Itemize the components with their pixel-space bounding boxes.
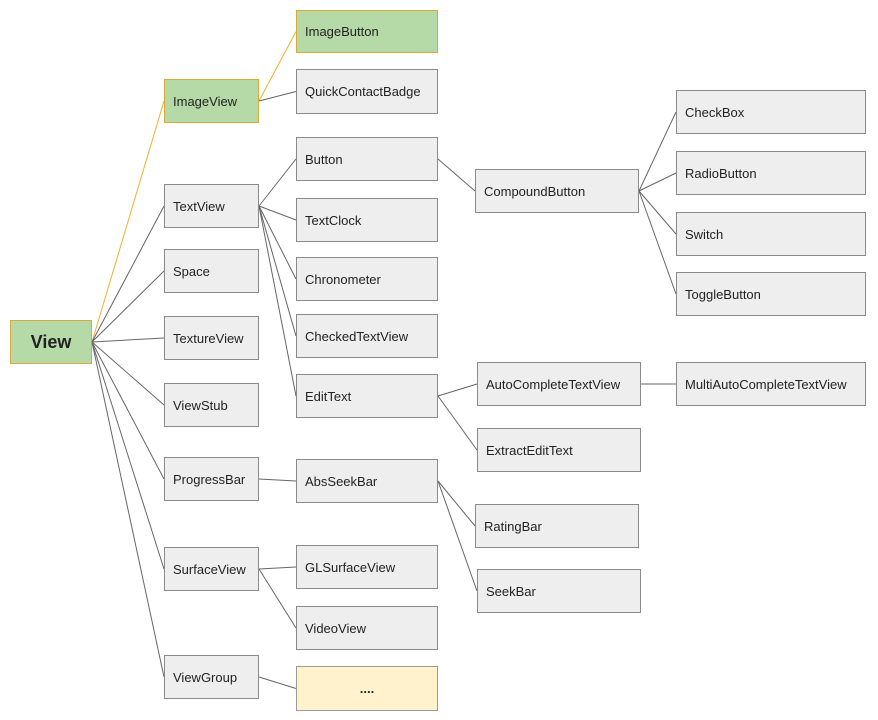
node-checkbox: CheckBox — [676, 90, 866, 134]
node-textview: TextView — [164, 184, 259, 228]
node-ratingbar: RatingBar — [475, 504, 639, 548]
edge-view-to-textureview — [91, 337, 165, 343]
node-seekbar: SeekBar — [477, 569, 641, 613]
edge-compoundbutton-to-radiobutton — [638, 172, 677, 192]
edge-view-to-space — [91, 270, 165, 343]
edge-edittext-to-autocompletetextview — [437, 383, 478, 397]
edge-surfaceview-to-glsurfaceview — [258, 566, 297, 570]
node-viewgroup: ViewGroup — [164, 655, 259, 699]
edge-view-to-progressbar — [91, 341, 165, 480]
node-glsurfaceview: GLSurfaceView — [296, 545, 438, 589]
node-togglebutton: ToggleButton — [676, 272, 866, 316]
edge-view-to-textview — [91, 205, 165, 343]
edge-button-to-compoundbutton — [437, 158, 476, 192]
node-quickcontactbadge: QuickContactBadge — [296, 69, 438, 114]
edge-view-to-imageview — [91, 100, 165, 343]
node-surfaceview: SurfaceView — [164, 547, 259, 591]
node-extractedittext: ExtractEditText — [477, 428, 641, 472]
edge-surfaceview-to-videoview — [258, 568, 297, 629]
node-compoundbutton: CompoundButton — [475, 169, 639, 213]
edge-viewgroup-to-more — [258, 676, 297, 689]
edge-view-to-surfaceview — [91, 341, 165, 570]
node-viewstub: ViewStub — [164, 383, 259, 427]
edge-compoundbutton-to-switch — [638, 190, 677, 235]
edge-textview-to-textclock — [258, 205, 297, 221]
edge-textview-to-checkedtextview — [258, 205, 297, 337]
node-imagebutton: ImageButton — [296, 10, 438, 53]
edge-textview-to-edittext — [258, 205, 297, 397]
edge-edittext-to-extractedittext — [437, 395, 478, 451]
node-view: View — [10, 320, 92, 364]
node-space: Space — [164, 249, 259, 293]
edge-absseekbar-to-ratingbar — [437, 480, 476, 527]
edge-absseekbar-to-seekbar — [437, 480, 478, 592]
node-textclock: TextClock — [296, 198, 438, 242]
node-progressbar: ProgressBar — [164, 457, 259, 501]
edge-imageview-to-quickcontactbadge — [258, 91, 297, 102]
node-more: .... — [296, 666, 438, 711]
node-chronometer: Chronometer — [296, 257, 438, 301]
edge-view-to-viewgroup — [91, 341, 165, 678]
node-radiobutton: RadioButton — [676, 151, 866, 195]
node-autocompletetextview: AutoCompleteTextView — [477, 362, 641, 406]
edge-view-to-viewstub — [91, 341, 165, 406]
node-switch: Switch — [676, 212, 866, 256]
edge-compoundbutton-to-togglebutton — [638, 190, 677, 295]
node-checkedtextview: CheckedTextView — [296, 314, 438, 358]
node-imageview: ImageView — [164, 79, 259, 123]
edge-imageview-to-imagebutton — [258, 31, 297, 102]
node-edittext: EditText — [296, 374, 438, 418]
node-absseekbar: AbsSeekBar — [296, 459, 438, 503]
node-multiautocompletetextview: MultiAutoCompleteTextView — [676, 362, 866, 406]
node-textureview: TextureView — [164, 316, 259, 360]
edge-textview-to-chronometer — [258, 205, 297, 280]
node-button: Button — [296, 137, 438, 181]
edge-progressbar-to-absseekbar — [258, 478, 297, 482]
edge-compoundbutton-to-checkbox — [638, 111, 677, 192]
node-videoview: VideoView — [296, 606, 438, 650]
edge-textview-to-button — [258, 158, 297, 207]
